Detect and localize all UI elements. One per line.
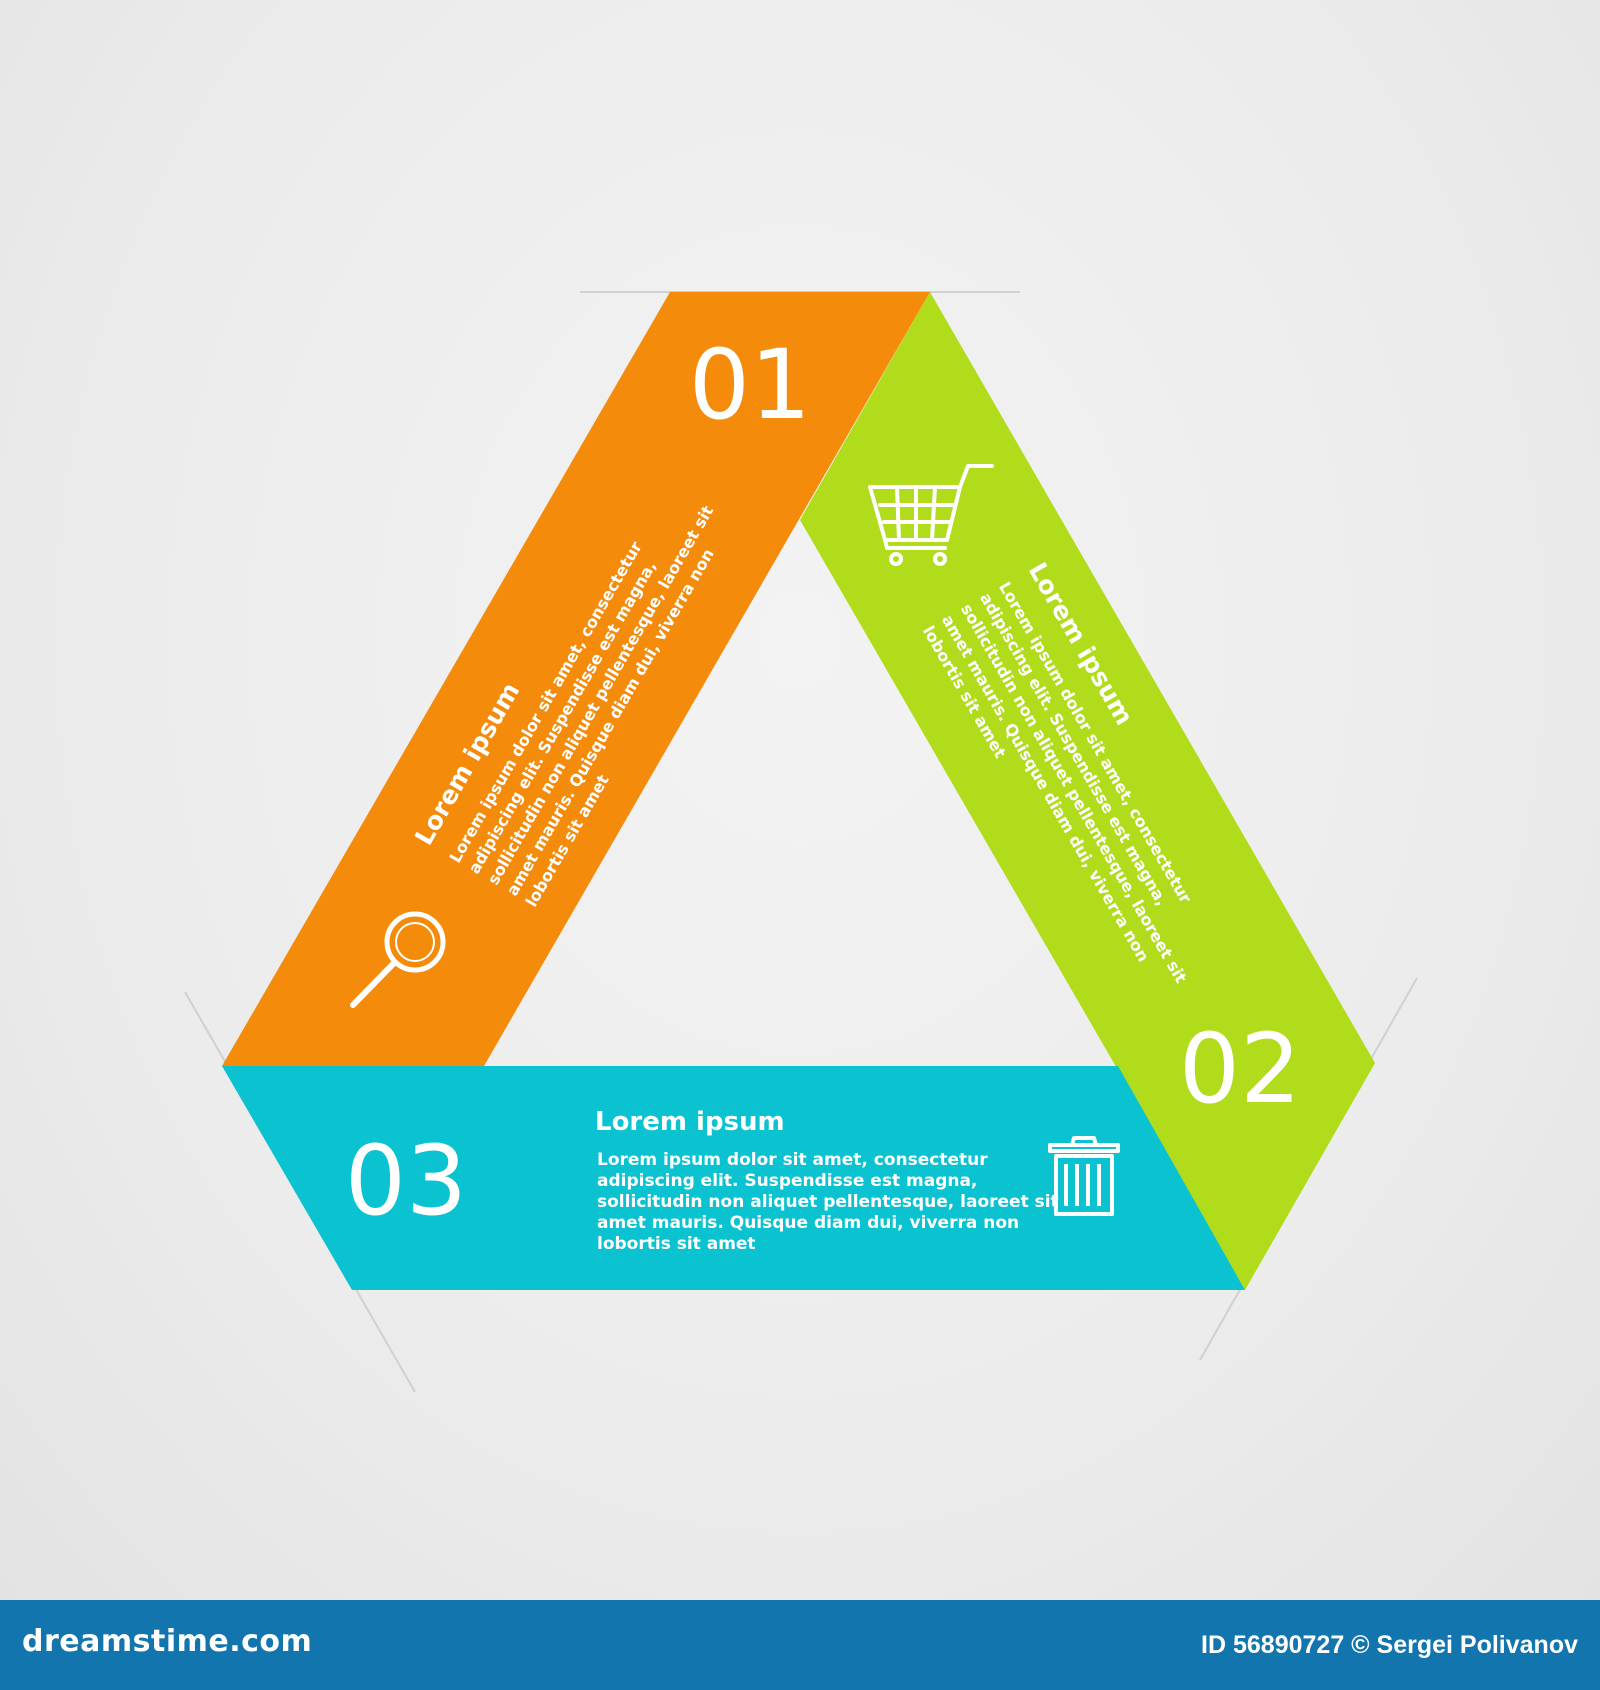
step-03-number: 03 bbox=[345, 1125, 467, 1237]
footer-brand: dreamstime.com bbox=[22, 1624, 313, 1659]
magnifier-icon bbox=[350, 911, 446, 1008]
step-01-band bbox=[222, 292, 930, 1066]
footer-credit: ID 56890727 © Sergei Polivanov bbox=[1201, 1631, 1578, 1659]
step-01-number: 01 bbox=[689, 329, 811, 441]
infographic-canvas: 01 Lorem ipsum Lorem ipsum dolor sit ame… bbox=[0, 0, 1600, 1600]
step-03-line-2: adipiscing elit. Suspendisse est magna, bbox=[597, 1171, 977, 1191]
step-03-title: Lorem ipsum bbox=[595, 1107, 785, 1137]
trash-bin-icon bbox=[1048, 1136, 1120, 1216]
step-03-band bbox=[222, 1066, 1245, 1290]
step-03-line-4: amet mauris. Quisque diam dui, viverra n… bbox=[597, 1213, 1019, 1233]
step-03-line-5: lobortis sit amet bbox=[597, 1234, 756, 1254]
shopping-cart-icon bbox=[868, 464, 994, 566]
triangle-infographic: 01 Lorem ipsum Lorem ipsum dolor sit ame… bbox=[184, 291, 1418, 1393]
step-03-line-3: sollicitudin non aliquet pellentesque, l… bbox=[597, 1192, 1059, 1212]
step-02-number: 02 bbox=[1179, 1013, 1301, 1125]
step-03-group: 03 Lorem ipsum Lorem ipsum dolor sit ame… bbox=[345, 1107, 1120, 1254]
stock-footer-bar: dreamstime.com ID 56890727 © Sergei Poli… bbox=[0, 1600, 1600, 1690]
step-03-line-1: Lorem ipsum dolor sit amet, consectetur bbox=[597, 1150, 988, 1170]
